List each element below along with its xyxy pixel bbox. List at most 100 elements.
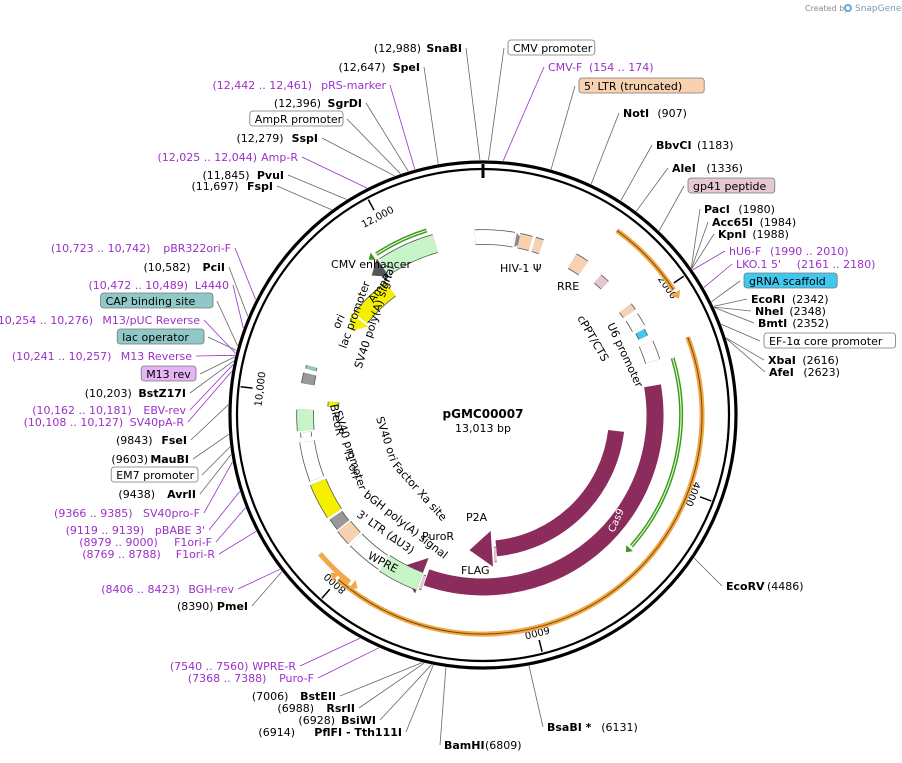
brand-text: SnapGene [855,4,902,14]
label-name: EcoRI [751,293,785,306]
label-coord: (1984) [760,216,797,229]
inner-label: RRE [557,280,579,293]
map-label-site: AleI(1336) [672,162,743,175]
map-label-primer: EBV-rev(10,162 .. 10,181) [32,404,186,417]
leader-line [590,112,620,185]
label-coord: (1988) [752,228,789,241]
tick-label: 10,000 [253,371,268,407]
map-label-site: SspI(12,279) [237,132,318,145]
leader-line [465,47,481,161]
orange-arc-2-line [338,336,703,635]
label-name: PciI [203,261,225,274]
label-coord: (154 .. 174) [589,61,654,74]
map-label-primer: CMV-F (154 .. 174) [548,61,654,74]
map-label-site: BsiWI(6928) [298,714,376,727]
leader-line [187,370,233,423]
rre-block [568,254,588,275]
label-coord: (12,025 .. 12,044) [157,151,257,164]
leader-line [190,404,229,441]
inner-label: PuroR [422,530,454,543]
inner-label: cPPT/CTS [574,313,611,364]
label-name: BsaBI * [547,721,592,734]
cas9-arc-inner-head [469,530,494,567]
label-coord: (8390) [177,600,214,613]
leader-line [690,208,701,268]
map-label-boxed: EM7 promoter [110,466,199,483]
map-label-primer: Puro-F(7368 .. 7388) [188,672,314,685]
leader-line [528,665,544,728]
label-coord: (1336) [706,162,743,175]
label-name: AfeI [769,366,794,379]
label-name: CMV-F [548,61,582,74]
sv40-promoter-block [300,440,324,482]
label-coord: (1990 .. 2010) [770,245,849,258]
ltr3-block [337,521,361,544]
hiv-psi-block [517,233,533,251]
leader-line [232,284,244,329]
map-label-site: FspI(11,697) [192,180,273,193]
label-coord: (10,203) [85,387,132,400]
tick-mark [240,386,253,389]
map-label-site: KpnI(1988) [718,228,789,241]
bgh-block [330,511,349,530]
label-leader-lines [187,47,766,746]
tick-mark [367,199,375,211]
green-arc-1-line [631,357,682,547]
label-box [507,39,596,56]
tick-label: 12,000 [360,205,396,231]
leader-line [635,167,669,212]
map-label-site: AfeI (2623) [769,366,840,379]
map-label-primer: pRS-marker(12,442 .. 12,461) [212,79,386,92]
feature-label: EM7 promoter [116,469,194,482]
feature-label: gRNA scaffold [749,275,826,288]
leader-line [208,491,241,531]
label-coord: (6988) [277,702,314,715]
label-name: PacI [704,203,730,216]
label-name: BamHI [444,739,485,752]
leader-line [379,664,432,721]
f1-ori-block [310,478,342,518]
label-name: F1ori-R [176,548,216,561]
sv40pa-block [301,372,316,386]
map-label-primer: SV40pro-F(9366 .. 9385) [54,507,200,520]
leader-line [550,85,576,170]
label-name: M13/pUC Reverse [102,314,200,327]
cmv-enhancer-block-b [482,230,516,247]
map-label-primer: M13/pUC Reverse(10,254 .. 10,276) [0,314,200,327]
map-label-boxed: lac operator [116,328,205,345]
leader-line [201,446,231,476]
label-coord: (9603) [111,453,148,466]
label-coord: (7368 .. 7388) [188,672,267,685]
label-name: BGH-rev [188,583,234,596]
leader-line [321,137,395,177]
map-label-site: NotI(907) [623,107,687,120]
ampr-block [379,234,438,275]
leader-line [207,336,237,351]
map-label-site: BamHI(6809) [444,739,522,752]
label-coord: (11,845) [203,169,250,182]
inner-label: FLAG [461,564,490,577]
label-name: SV40pro-F [143,507,200,520]
label-name: M13 Reverse [121,350,192,363]
inner-label: P2A [466,511,488,524]
ampr-arrow [371,258,390,277]
backbone-outer-ring [228,160,738,670]
leader-line [620,144,653,201]
feature-label: AmpR promoter [255,113,343,126]
map-label-site: SnaBI(12,988) [374,42,462,55]
label-name: NotI [623,107,649,120]
leader-line [658,185,685,231]
label-coord: (11,697) [192,180,239,193]
map-label-site: PmeI(8390) [177,600,248,613]
green-arc-1-head [625,545,633,553]
cas9-arc-inner [495,429,625,557]
map-label-site: PflFI - Tth111I(6914) [258,726,402,739]
feature-label: 5' LTR (truncated) [584,80,682,93]
outer-labels: SnaBI(12,988)SpeI(12,647)pRS-marker(12,4… [0,39,897,752]
map-label-site: BsaBI *(6131) [547,721,638,734]
label-coord: (2623) [803,366,840,379]
label-box [116,328,205,345]
label-coord: (2348) [789,305,826,318]
map-label-site: BstEII(7006) [252,690,336,703]
